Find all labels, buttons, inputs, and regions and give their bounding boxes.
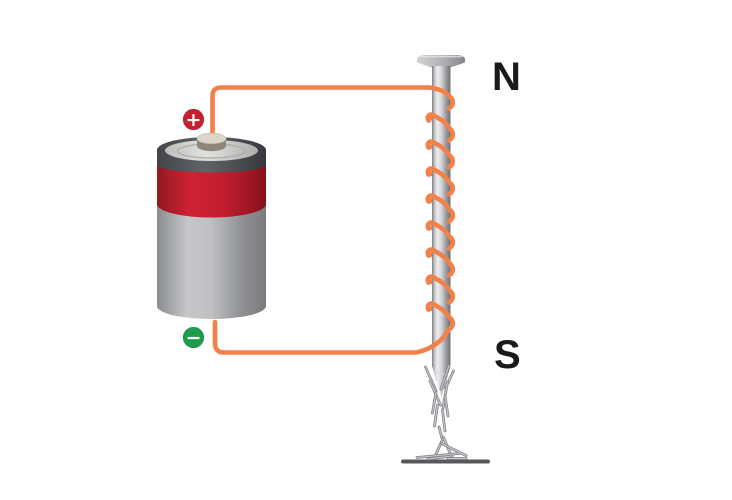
plus-icon: [182, 108, 205, 131]
pin: [440, 442, 467, 457]
pin: [444, 395, 449, 417]
wire-positive-lead: [210, 85, 432, 143]
screw-head: [417, 55, 465, 68]
coil-front-turns: [212, 85, 456, 355]
battery-terminal-nub-top: [196, 132, 227, 145]
pin: [441, 409, 446, 432]
pin: [424, 366, 437, 392]
negative-terminal-badge: −: [182, 326, 205, 349]
plus-symbol: +: [186, 109, 202, 131]
minus-symbol: −: [186, 327, 202, 349]
battery-body-bottom: [157, 293, 266, 319]
pin: [427, 455, 453, 460]
pin: [416, 452, 460, 459]
battery-band-red-bottom: [157, 190, 266, 218]
pin: [433, 404, 439, 427]
battery: [157, 132, 266, 319]
iron-pins: [415, 364, 468, 461]
positive-terminal-badge: +: [182, 108, 205, 131]
pin: [431, 391, 437, 414]
south-pole-label: S: [494, 333, 521, 377]
ground-surface: [401, 459, 490, 464]
north-pole-label: N: [492, 55, 521, 99]
pin: [438, 426, 443, 439]
pin: [440, 364, 450, 390]
screw-shaft: [432, 66, 451, 366]
screw-core: [417, 55, 465, 398]
minus-icon: [182, 326, 205, 349]
